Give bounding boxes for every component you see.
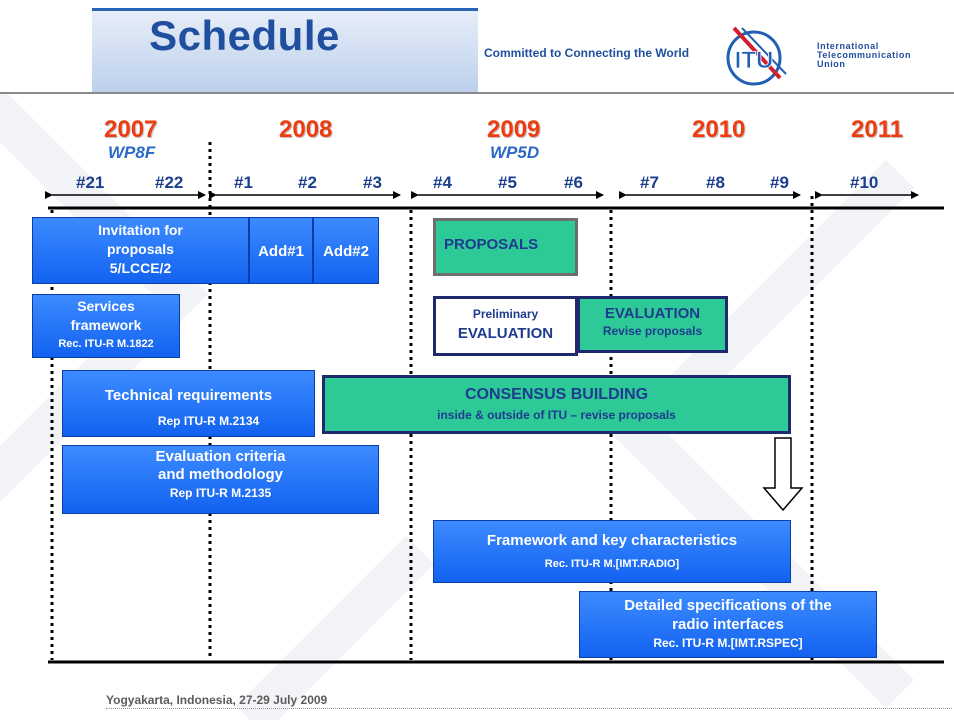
evaluation-box: EVALUATION Revise proposals — [577, 296, 728, 353]
add2-box: Add#2 — [313, 217, 379, 284]
header-divider — [0, 92, 954, 94]
framework-key-characteristics-box: Framework and key characteristics Rec. I… — [433, 520, 791, 583]
itu-logo-icon: ITU — [726, 26, 787, 86]
down-arrow-icon — [762, 437, 804, 512]
org-name: International Telecommunication Union — [817, 41, 912, 69]
footer-location: Yogyakarta, Indonesia, 27-29 July 2009 — [106, 693, 328, 707]
tagline: Committed to Connecting the World — [484, 46, 690, 60]
meeting-label: #8 — [706, 173, 725, 192]
meeting-label: #7 — [640, 173, 659, 192]
technical-requirements-box: Technical requirements Rep ITU-R M.2134 — [62, 370, 315, 437]
meeting-label: #9 — [770, 173, 789, 192]
year-2009: 2009 — [487, 116, 541, 143]
year-2010: 2010 — [692, 116, 746, 143]
services-framework-box: Services framework Rec. ITU-R M.1822 — [32, 294, 180, 358]
detailed-specifications-box: Detailed specifications of the radio int… — [579, 591, 877, 658]
working-party-wp8f: WP8F — [108, 143, 156, 162]
meeting-label: #5 — [498, 173, 517, 192]
meeting-label: #3 — [363, 173, 382, 192]
meeting-label: #22 — [155, 173, 184, 192]
meeting-label: #1 — [234, 173, 253, 192]
footer-divider — [106, 708, 952, 709]
meeting-label: #4 — [433, 173, 452, 192]
meeting-label: #6 — [564, 173, 583, 192]
meeting-label: #2 — [298, 173, 317, 192]
meeting-label: #10 — [850, 173, 879, 192]
year-2008: 2008 — [279, 116, 333, 143]
add1-box: Add#1 — [249, 217, 313, 284]
year-2011: 2011 — [851, 116, 904, 143]
page-title: Schedule — [149, 12, 340, 59]
meeting-label: #21 — [76, 173, 105, 192]
invitation-for-proposals-box: Invitation for proposals 5/LCCE/2 — [32, 217, 249, 284]
working-party-wp5d: WP5D — [490, 143, 540, 162]
year-2007: 2007 — [104, 116, 158, 143]
preliminary-evaluation-box: Preliminary EVALUATION — [433, 296, 578, 356]
logo-text: ITU — [735, 47, 774, 74]
proposals-box: PROPOSALS — [433, 218, 578, 276]
consensus-building-box: CONSENSUS BUILDING inside & outside of I… — [322, 375, 791, 434]
title-banner — [92, 8, 478, 92]
evaluation-criteria-box: Evaluation criteria and methodology Rep … — [62, 445, 379, 514]
